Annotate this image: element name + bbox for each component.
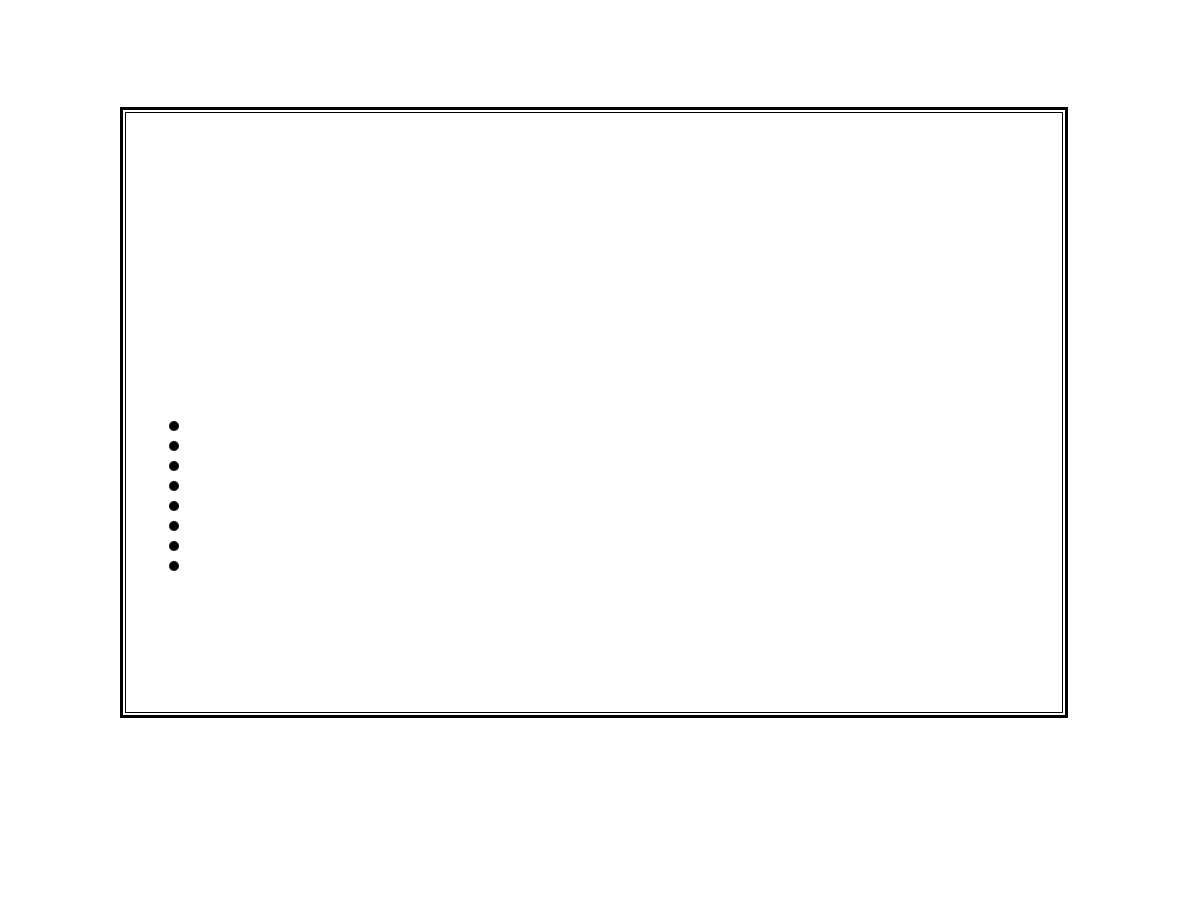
bullet-dot-icon	[169, 541, 179, 551]
bullet-dot-icon	[169, 461, 179, 471]
list-item	[169, 516, 191, 536]
bullet-dot-icon	[169, 501, 179, 511]
slide-frame-outer	[120, 107, 1068, 718]
bullet-dot-icon	[169, 561, 179, 571]
slide-frame-inner	[125, 112, 1063, 713]
bullet-dot-icon	[169, 421, 179, 431]
bullet-dot-icon	[169, 441, 179, 451]
list-item	[169, 436, 191, 456]
bullet-list	[169, 416, 191, 576]
list-item	[169, 476, 191, 496]
bullet-dot-icon	[169, 521, 179, 531]
list-item	[169, 456, 191, 476]
bullet-dot-icon	[169, 481, 179, 491]
list-item	[169, 496, 191, 516]
list-item	[169, 556, 191, 576]
list-item	[169, 536, 191, 556]
list-item	[169, 416, 191, 436]
